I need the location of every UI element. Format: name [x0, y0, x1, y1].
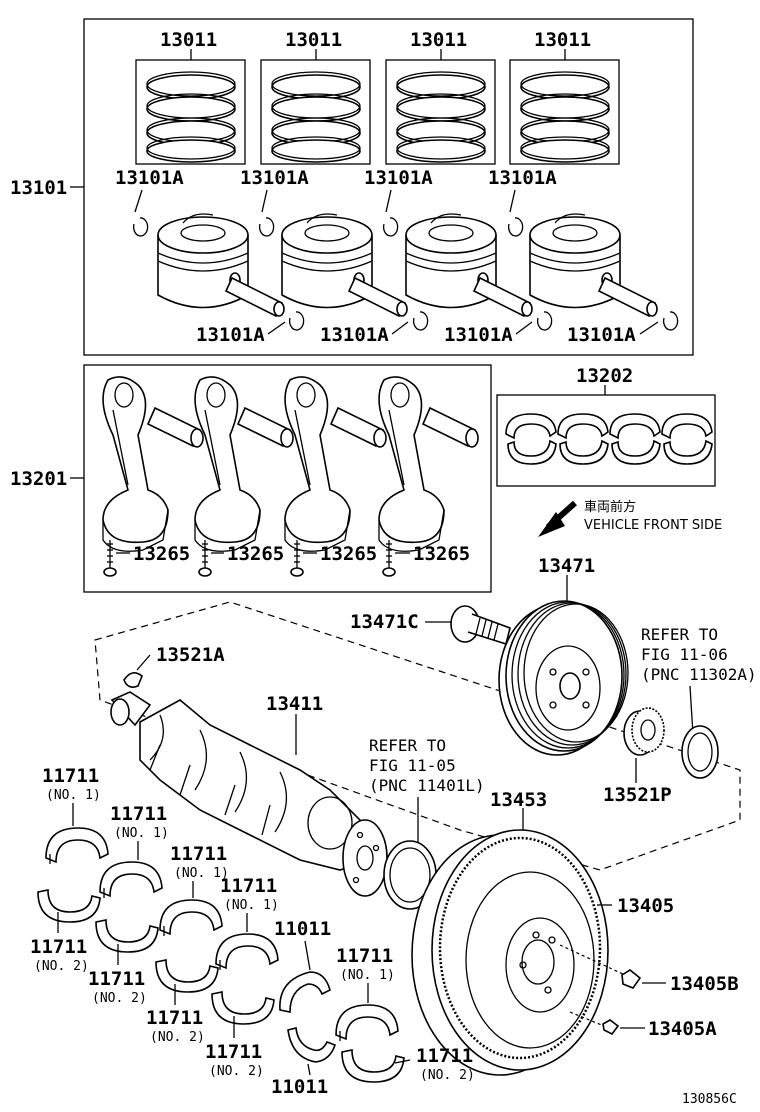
front-oil-seal [681, 725, 719, 779]
main-bearing-upper-2 [99, 861, 163, 899]
label-piston-ring-4: 13011 [534, 29, 591, 51]
main-bearing-lower-1 [37, 889, 101, 923]
label-main-bearing-h-no: (NO. 2) [209, 1064, 264, 1079]
label-timing-gear: 13521P [603, 784, 672, 806]
label-main-bearing-h: 11711 [205, 1041, 262, 1063]
label-piston-ring-2: 13011 [285, 29, 342, 51]
label-snap-ring-top-2: 13101A [240, 167, 309, 189]
label-snap-ring-bottom-2: 13101A [320, 324, 389, 346]
label-main-bearing-c-no: (NO. 1) [114, 826, 169, 841]
direction-label-jp: 車両前方 [584, 499, 636, 515]
label-main-bearing-a-no: (NO. 1) [46, 788, 101, 803]
refer-a-line2: FIG 11-05 [369, 756, 456, 775]
label-main-bearing-c: 11711 [110, 803, 167, 825]
piston-2 [258, 213, 429, 331]
piston-ring-set-3: 13011 [385, 29, 496, 165]
thrust-washer-upper [279, 971, 331, 1013]
label-pulley: 13471 [538, 555, 595, 577]
main-bearing-upper-4 [215, 933, 279, 971]
label-key: 13521A [156, 644, 225, 666]
label-flywheel: 13405 [617, 895, 674, 917]
crank-pulley [498, 600, 629, 756]
label-main-bearing-d-no: (NO. 2) [92, 991, 147, 1006]
piston-ring-set-4: 13011 [509, 29, 620, 165]
label-snap-ring-top-4: 13101A [488, 167, 557, 189]
timing-gear [623, 707, 665, 756]
piston-4 [507, 213, 679, 331]
label-main-bearing-g: 11711 [220, 875, 277, 897]
label-crankshaft: 13411 [266, 693, 323, 715]
label-main-bearing-b: 11711 [30, 936, 87, 958]
label-main-bearing-b-no: (NO. 2) [34, 959, 89, 974]
direction-label-en: VEHICLE FRONT SIDE [584, 518, 722, 533]
label-snap-ring-top-3: 13101A [364, 167, 433, 189]
label-snap-ring-bottom-1: 13101A [196, 324, 265, 346]
label-piston-ring-1: 13011 [160, 29, 217, 51]
crankshaft [110, 691, 388, 897]
refer-b-line1: REFER TO [641, 625, 718, 644]
refer-b-line2: FIG 11-06 [641, 645, 728, 664]
label-main-bearing-e: 11711 [170, 843, 227, 865]
rear-oil-seal [383, 840, 437, 910]
label-main-bearing-d: 11711 [88, 968, 145, 990]
diagram-id: 130856C [682, 1092, 737, 1107]
label-pulley-bolt: 13471C [350, 611, 419, 633]
label-conrod-bolt-1: 13265 [133, 543, 190, 565]
main-bearing-upper-1 [45, 827, 109, 865]
crank-key [123, 672, 143, 688]
label-ring-gear: 13453 [490, 789, 547, 811]
flywheel-washer [602, 1019, 620, 1036]
main-bearing-upper-5 [335, 1004, 399, 1042]
label-thrust-washer-top: 11011 [274, 918, 331, 940]
flywheel [411, 829, 609, 1076]
label-thrust-washer-bottom: 11011 [271, 1076, 328, 1098]
main-bearing-lower-2 [95, 919, 159, 953]
label-snap-ring-bottom-3: 13101A [444, 324, 513, 346]
main-bearing-lower-4 [211, 991, 275, 1025]
label-main-bearing-a: 11711 [42, 765, 99, 787]
label-main-bearing-i: 11711 [336, 945, 393, 967]
piston-3 [382, 213, 553, 331]
piston-1 [132, 213, 305, 331]
label-flywheel-bolt: 13405B [670, 973, 739, 995]
label-conrod-bolt-3: 13265 [320, 543, 377, 565]
conrod-bearing-box [496, 394, 716, 487]
label-conrod-bolt-4: 13265 [413, 543, 470, 565]
label-main-bearing-g-no: (NO. 1) [224, 898, 279, 913]
label-main-bearing-f-no: (NO. 2) [150, 1030, 205, 1045]
label-conrod-bearing: 13202 [576, 365, 633, 387]
label-conrod: 13201 [10, 468, 67, 490]
vehicle-front-arrow [538, 500, 577, 537]
label-main-bearing-f: 11711 [146, 1007, 203, 1029]
thrust-washer-lower [287, 1027, 337, 1063]
refer-b-line3: (PNC 11302A) [641, 665, 757, 684]
label-main-bearing-i-no: (NO. 1) [340, 968, 395, 983]
flywheel-bolt [621, 969, 642, 989]
main-bearing-lower-3 [155, 959, 219, 993]
refer-a-line1: REFER TO [369, 736, 446, 755]
label-main-bearing-j-no: (NO. 2) [420, 1068, 475, 1083]
piston-ring-set-1: 13011 [135, 29, 246, 165]
conrod-bearing-shells [505, 413, 713, 465]
label-snap-ring-bottom-4: 13101A [567, 324, 636, 346]
crank-assembly-outline [94, 601, 741, 871]
label-piston-ring-3: 13011 [410, 29, 467, 51]
label-main-bearing-e-no: (NO. 1) [174, 866, 229, 881]
label-flywheel-washer: 13405A [648, 1018, 717, 1040]
label-snap-ring-top-1: 13101A [115, 167, 184, 189]
label-conrod-bolt-2: 13265 [227, 543, 284, 565]
main-bearing-upper-3 [159, 899, 223, 937]
label-main-bearing-j: 11711 [416, 1045, 473, 1067]
label-piston-set: 13101 [10, 177, 67, 199]
pulley-bolt [450, 605, 511, 646]
refer-a-line3: (PNC 11401L) [369, 776, 485, 795]
piston-ring-set-2: 13011 [260, 29, 371, 165]
main-bearing-lower-5 [341, 1049, 405, 1083]
